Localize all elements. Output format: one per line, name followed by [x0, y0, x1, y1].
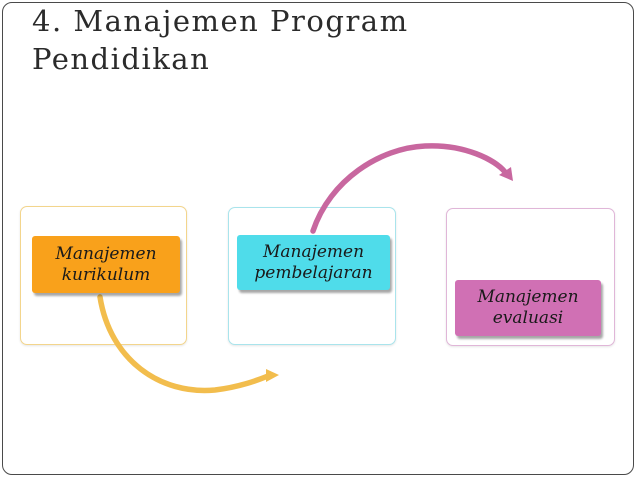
- step-2-line-2: pembelajaran: [254, 262, 373, 283]
- arrow-pembelajaran-to-evaluasi: [310, 143, 508, 234]
- step-2-line-1: Manajemen: [262, 241, 365, 262]
- step-3-line-2: evaluasi: [492, 308, 564, 328]
- step-3-label-box: Manajemen evaluasi: [455, 280, 601, 336]
- slide-title: 4. Manajemen Program Pendidikan: [32, 2, 592, 78]
- title-line-1: 4. Manajemen Program: [32, 4, 409, 38]
- arrow-head-1: [266, 369, 279, 382]
- slide-frame: [2, 2, 634, 475]
- step-1-line-2: kurikulum: [61, 264, 151, 285]
- step-3-line-1: Manajemen: [477, 287, 579, 307]
- step-1-label-box: Manajemen kurikulum: [32, 236, 180, 293]
- arrow-head-2: [499, 167, 513, 181]
- title-line-2: Pendidikan: [32, 42, 211, 76]
- step-1-line-1: Manajemen: [55, 243, 157, 264]
- step-2-label-box: Manajemen pembelajaran: [237, 235, 390, 290]
- arrow-kurikulum-to-pembelajaran: [97, 294, 271, 394]
